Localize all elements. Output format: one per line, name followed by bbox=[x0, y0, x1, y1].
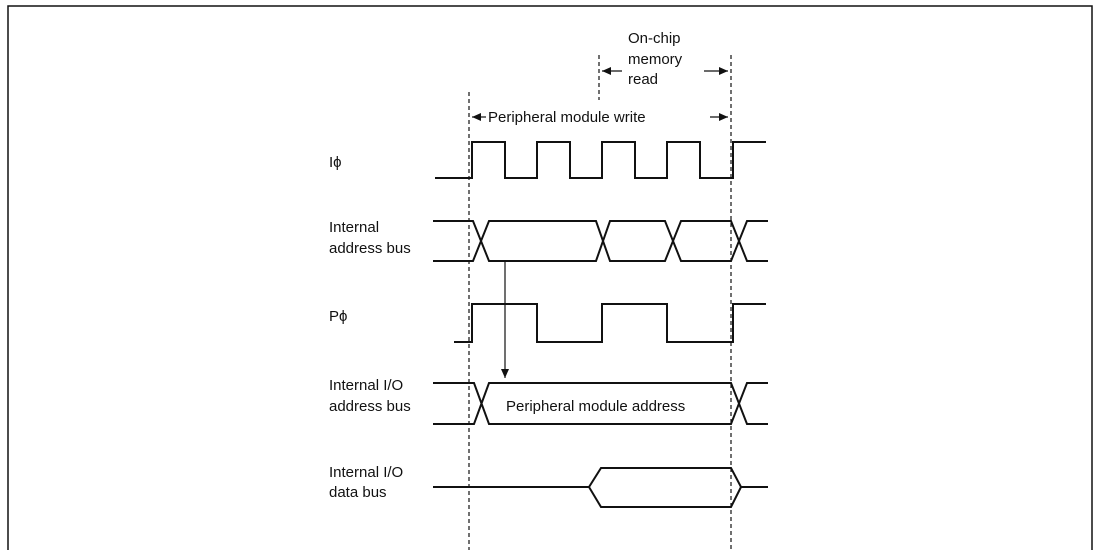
internal-io-data-bus-waveform bbox=[433, 467, 768, 508]
internal-address-bus-label-line1: Internal bbox=[329, 219, 379, 236]
internal-address-bus-waveform bbox=[433, 220, 768, 262]
internal-io-address-bus-waveform bbox=[433, 382, 768, 425]
p-phi-label: Pϕ bbox=[329, 308, 347, 325]
i-phi-waveform bbox=[435, 141, 766, 179]
internal-io-address-bus-label-line2: address bus bbox=[329, 398, 411, 415]
on-chip-label-line1: On-chip bbox=[628, 30, 681, 47]
internal-address-bus-label-line2: address bus bbox=[329, 240, 411, 257]
i-phi-label: Iϕ bbox=[329, 154, 342, 171]
figure-frame bbox=[7, 5, 1093, 550]
on-chip-label-line3: read bbox=[628, 71, 658, 88]
internal-io-address-bus-label-line1: Internal I/O bbox=[329, 377, 403, 394]
on-chip-label-line2: memory bbox=[628, 51, 683, 68]
peripheral-module-address-label: Peripheral module address bbox=[506, 398, 685, 415]
internal-io-data-bus-label-line2: data bus bbox=[329, 484, 387, 501]
p-phi-waveform bbox=[454, 303, 766, 343]
internal-io-data-bus-label-line1: Internal I/O bbox=[329, 464, 403, 481]
peripheral-write-label: Peripheral module write bbox=[488, 109, 646, 126]
